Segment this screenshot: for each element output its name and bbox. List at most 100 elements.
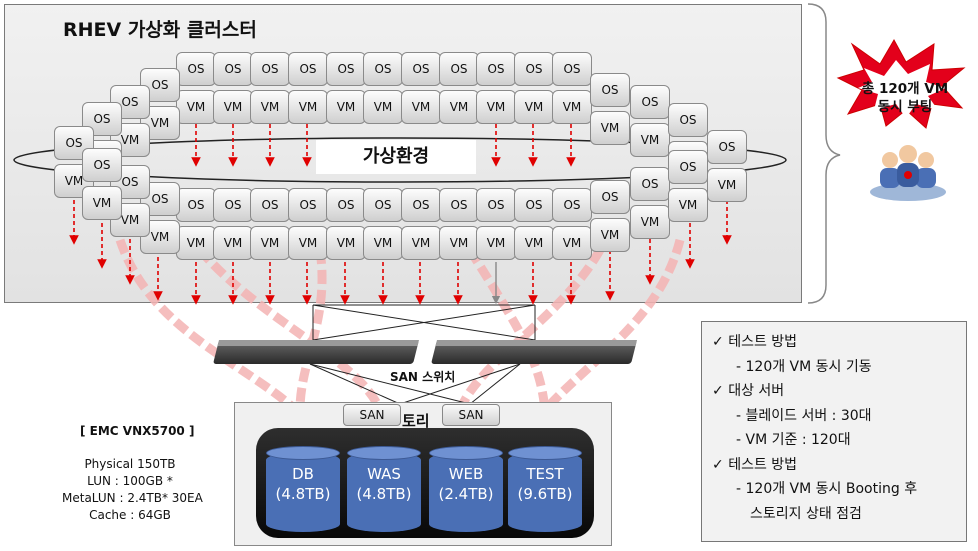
checklist-item: ✓ 테스트 방법 (712, 456, 798, 473)
storage-label: 토리 (402, 412, 430, 430)
storage-cylinder-icon (429, 446, 503, 460)
checkmark-icon: ✓ (712, 334, 724, 350)
storage-cylinder-icon (266, 446, 340, 460)
volume-web: WEB (2.4TB) (429, 446, 503, 538)
os-box: OS (363, 52, 403, 86)
volume-name: DB (292, 465, 314, 483)
checklist-subitem: - 120개 VM 동시 기동 (736, 358, 872, 375)
vm-box: VM (514, 90, 554, 124)
volume-test: TEST(9.6TB) (508, 446, 582, 538)
virtualization-ring (13, 137, 787, 183)
checklist-subitem: - 120개 VM 동시 Booting 후 (736, 481, 918, 497)
volume-size: (2.4TB) (438, 485, 494, 503)
vm-box: VM (476, 90, 516, 124)
os-box: OS (401, 188, 441, 222)
checklist-item: ✓ 테스트 방법 (712, 334, 798, 350)
vm-box: VM (590, 218, 630, 252)
os-box: OS (326, 188, 366, 222)
os-box: OS (707, 130, 747, 164)
san-switch-left (213, 340, 419, 364)
os-box: OS (288, 188, 328, 222)
os-box: OS (514, 188, 554, 222)
checklist-item: ✓ 대상 서버 (712, 383, 785, 399)
vm-box: VM (668, 188, 708, 222)
switch-links (309, 304, 536, 405)
os-box: OS (439, 188, 479, 222)
os-box: OS (630, 85, 670, 119)
checkmark-icon: ✓ (712, 456, 724, 473)
vm-box: VM (110, 203, 150, 237)
burst-icon (836, 38, 966, 129)
san-port-left: SAN (343, 404, 401, 426)
vm-box: VM (213, 226, 253, 260)
emc-spec-cache: Cache : 64GB (89, 508, 171, 522)
volume-size: (4.8TB) (275, 485, 331, 503)
vm-box: VM (439, 226, 479, 260)
emc-title: [ EMC VNX5700 ] (80, 424, 195, 438)
volume-db: DB (4.8TB) (266, 446, 340, 538)
emc-spec-metalun: MetaLUN : 2.4TB* 30EA (62, 491, 203, 505)
volume-name: WAS (367, 465, 401, 483)
os-box: OS (250, 52, 290, 86)
san-switch-right (431, 340, 637, 364)
vm-box: VM (514, 226, 554, 260)
vm-box: VM (326, 90, 366, 124)
volume-was: WAS (4.8TB) (347, 446, 421, 538)
vm-box: VM (82, 186, 122, 220)
checkmark-icon: ✓ (712, 383, 724, 399)
os-box: OS (250, 188, 290, 222)
vm-box: VM (439, 90, 479, 124)
checklist-subitem: - VM 기준 : 120대 (736, 432, 851, 448)
vm-box: VM (288, 226, 328, 260)
vm-box: VM (288, 90, 328, 124)
os-box: OS (668, 103, 708, 137)
io-flow-bands (115, 238, 685, 414)
vm-box: VM (176, 90, 216, 124)
emc-spec-lun: LUN : 100GB * (87, 474, 173, 488)
os-box: OS (439, 52, 479, 86)
os-box: OS (590, 180, 630, 214)
os-box: OS (213, 52, 253, 86)
vm-box: VM (590, 111, 630, 145)
people-icon (870, 145, 946, 201)
badge-line1: 총 120개 VM (861, 81, 949, 97)
os-box: OS (176, 188, 216, 222)
os-box: OS (590, 73, 630, 107)
os-box: OS (552, 188, 592, 222)
vm-box: VM (213, 90, 253, 124)
os-box: OS (476, 52, 516, 86)
os-box: OS (363, 188, 403, 222)
checklist-subitem: 스토리지 상태 점검 (750, 505, 862, 522)
vm-box: VM (401, 226, 441, 260)
volume-name: WEB (448, 465, 484, 483)
os-box: OS (668, 150, 708, 184)
san-port-right: SAN (442, 404, 500, 426)
storage-cylinder-icon (347, 446, 421, 460)
virtualization-label: 가상환경 (316, 140, 476, 174)
vm-box: VM (552, 90, 592, 124)
os-box: OS (82, 148, 122, 182)
checklist-subitem: - 블레이드 서버 : 30대 (736, 407, 872, 424)
vm-box: VM (176, 226, 216, 260)
vm-box: VM (363, 90, 403, 124)
os-box: OS (401, 52, 441, 86)
vm-box: VM (326, 226, 366, 260)
os-box: OS (552, 52, 592, 86)
os-box: OS (476, 188, 516, 222)
os-box: OS (176, 52, 216, 86)
volume-size: (9.6TB) (517, 485, 573, 503)
badge-line2: 동시 부팅 (877, 99, 933, 115)
os-box: OS (630, 167, 670, 201)
vm-box: VM (630, 205, 670, 239)
vm-box: VM (250, 226, 290, 260)
cluster-title: RHEV 가상화 클러스터 (63, 19, 257, 41)
boot-arrows-bottom (69, 200, 732, 305)
os-box: OS (213, 188, 253, 222)
vm-box: VM (250, 90, 290, 124)
storage-cylinder-icon (508, 446, 582, 460)
boot-arrows-top (191, 124, 576, 167)
vm-box: VM (707, 168, 747, 202)
vm-box: VM (476, 226, 516, 260)
cluster-bracket (807, 3, 841, 304)
volume-size: (4.8TB) (356, 485, 412, 503)
